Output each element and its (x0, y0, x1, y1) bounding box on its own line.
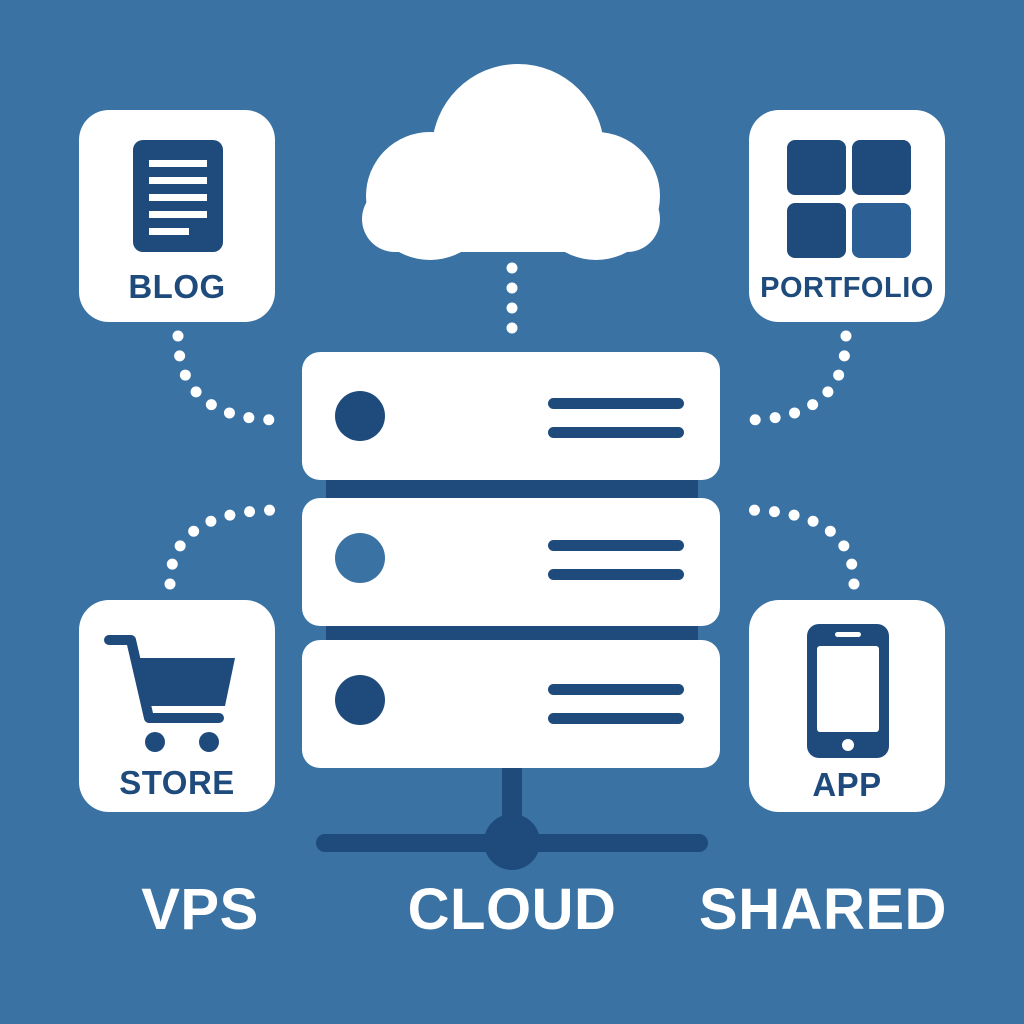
cloud-icon (362, 64, 660, 260)
blog-label: BLOG (128, 268, 226, 305)
server-unit (302, 352, 720, 480)
connector-blog-server (172, 330, 286, 426)
document-icon (133, 140, 223, 252)
vps-label: VPS (141, 877, 259, 942)
blog-card: BLOG (79, 110, 275, 322)
cloud-label: CLOUD (407, 877, 617, 942)
portfolio-card: PORTFOLIO (749, 110, 945, 322)
shared-label: SHARED (699, 877, 947, 942)
connector-app-server (738, 504, 860, 590)
server-unit (302, 640, 720, 768)
smartphone-icon (807, 624, 889, 758)
connector-store-server (164, 504, 286, 590)
app-card: APP (749, 600, 945, 812)
portfolio-label: PORTFOLIO (760, 272, 934, 304)
connector-portfolio-server (738, 330, 852, 426)
grid-icon (787, 140, 911, 258)
store-label: STORE (119, 764, 235, 801)
store-card: STORE (79, 600, 275, 812)
app-label: APP (812, 766, 882, 803)
server-rack-icon (302, 352, 720, 768)
shopping-cart-icon (104, 635, 235, 752)
network-hub-icon (316, 768, 708, 870)
server-unit (302, 498, 720, 626)
